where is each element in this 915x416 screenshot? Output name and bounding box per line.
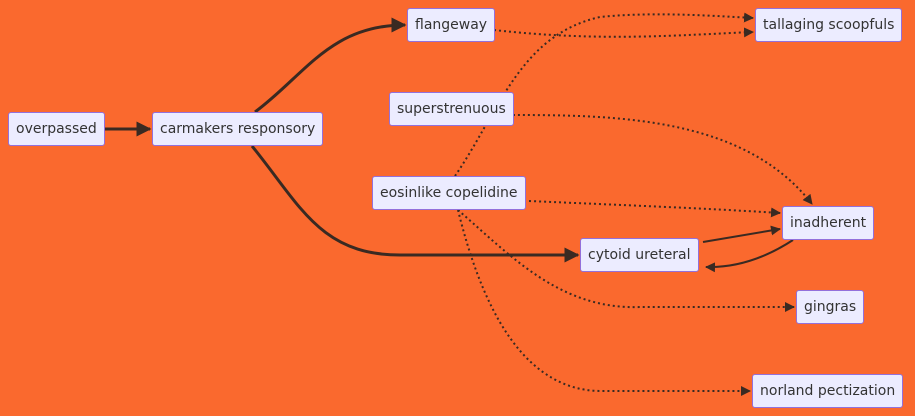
edge-carmakers-to-flangeway [254, 17, 407, 114]
edge-flangeway-to-tallaging [493, 27, 754, 38]
edge-eosinlike-to-norland [457, 209, 751, 396]
node-norland-pectization[interactable]: norland pectization [752, 374, 904, 408]
node-inadherent[interactable]: inadherent [782, 206, 875, 240]
node-overpassed[interactable]: overpassed [8, 112, 105, 146]
node-superstrenuous[interactable]: superstrenuous [389, 92, 514, 126]
edge-cytoid-to-inadherent [702, 225, 781, 243]
edge-inadherent-to-cytoid [705, 239, 794, 273]
edge-eosinlike-to-gingras [457, 209, 795, 312]
edge-carmakers-to-cytoid [250, 145, 580, 263]
node-flangeway[interactable]: flangeway [407, 8, 496, 42]
node-cytoid-ureteral[interactable]: cytoid ureteral [580, 238, 699, 272]
edge-superstrenuous-to-inadherent [512, 114, 813, 205]
edge-eosinlike-to-inadherent [528, 200, 781, 218]
node-tallaging-scoopfuls[interactable]: tallaging scoopfuls [755, 8, 903, 42]
node-gingras[interactable]: gingras [796, 290, 865, 324]
node-carmakers-responsory[interactable]: carmakers responsory [152, 112, 324, 146]
node-eosinlike-copelidine[interactable]: eosinlike copelidine [372, 176, 526, 210]
